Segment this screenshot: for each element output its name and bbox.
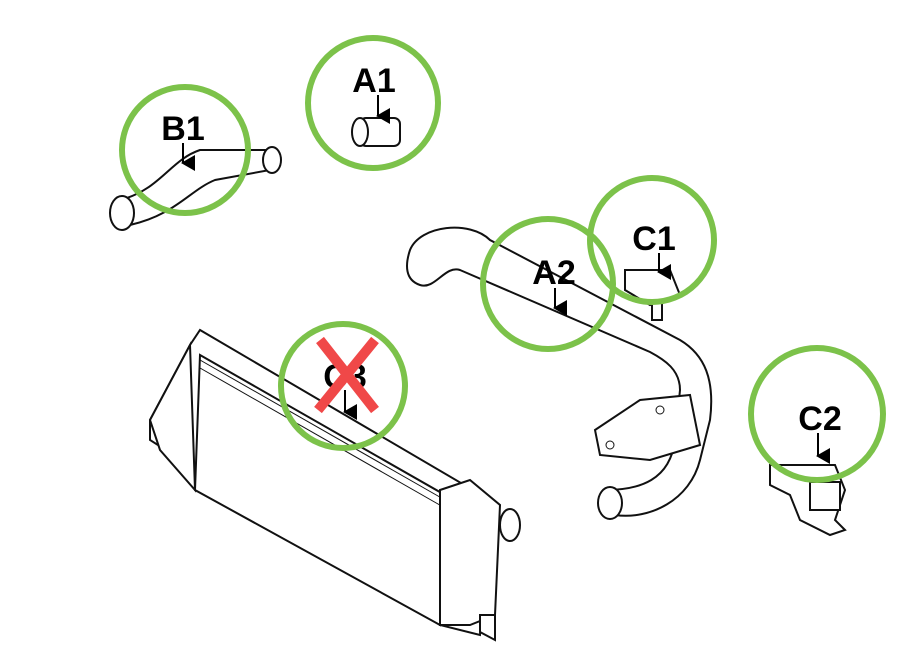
callout-c2: C2 bbox=[748, 345, 886, 483]
sensor-c1-part bbox=[624, 269, 682, 321]
highlight-ring bbox=[278, 321, 408, 451]
hose-a2-part bbox=[406, 226, 713, 520]
coupler-a1-part bbox=[351, 117, 401, 147]
callout-label: B1 bbox=[161, 110, 204, 148]
callout-label: C1 bbox=[632, 220, 675, 258]
callout-b1: B1 bbox=[119, 84, 251, 216]
callout-a1: A1 bbox=[305, 35, 441, 171]
callout-label: A1 bbox=[352, 62, 395, 100]
highlight-ring bbox=[119, 84, 251, 216]
callout-label: C2 bbox=[798, 400, 841, 438]
intercooler-part bbox=[148, 328, 521, 642]
callout-label: A2 bbox=[532, 254, 575, 292]
callout-a2: A2 bbox=[480, 216, 616, 352]
highlight-ring bbox=[305, 35, 441, 171]
callout-c1: C1 bbox=[587, 175, 717, 305]
callout-c3: C3 bbox=[278, 321, 408, 451]
highlight-ring bbox=[480, 216, 616, 352]
highlight-ring bbox=[587, 175, 717, 305]
cross-out-icon bbox=[314, 336, 379, 414]
highlight-ring bbox=[748, 345, 886, 483]
